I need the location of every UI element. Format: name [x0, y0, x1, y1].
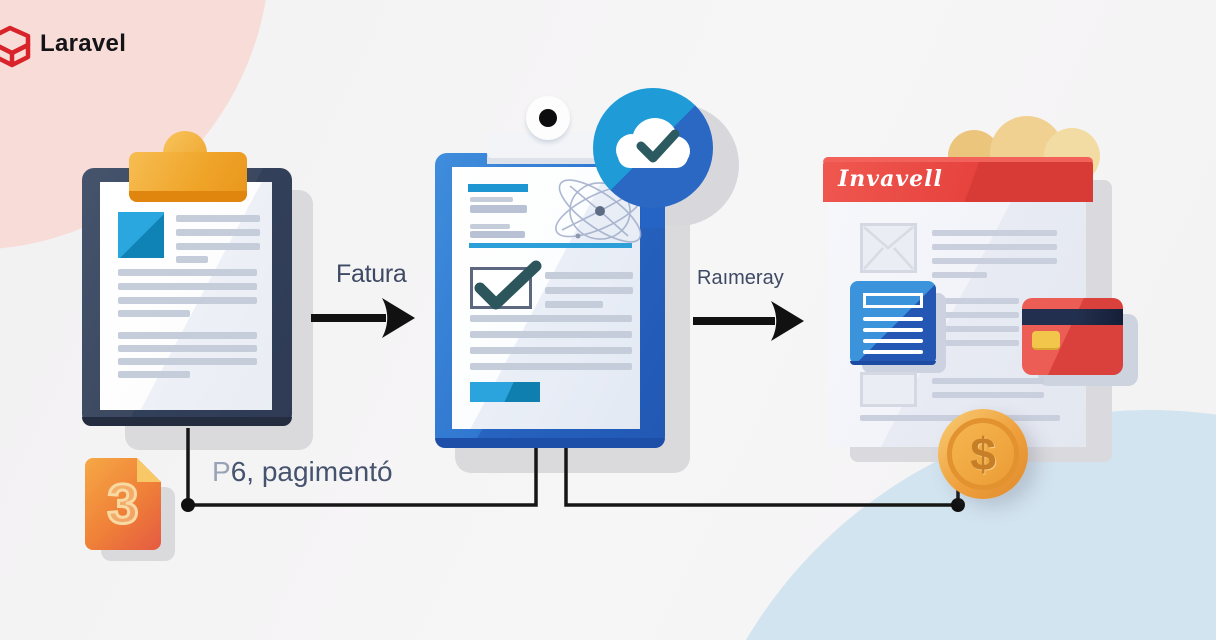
image-placeholder: [118, 212, 164, 258]
text-line: [932, 378, 1044, 384]
paper-divider: [469, 243, 632, 248]
invoice-title: Invavell: [838, 166, 943, 192]
text-line: [118, 269, 257, 276]
text-line: [118, 283, 257, 290]
dollar-symbol: $: [970, 428, 996, 480]
text-line: [470, 347, 632, 354]
text-line: [933, 340, 1019, 346]
checkmark-icon: [636, 129, 680, 163]
panel-line: [863, 328, 923, 332]
file-3-number: 3: [107, 472, 139, 535]
clipboard-clip-icon: [487, 156, 612, 164]
text-line: [545, 287, 633, 294]
placeholder-box: [860, 372, 917, 407]
label-pagamento-prefix: P: [212, 456, 231, 487]
paper-button-bar: [470, 382, 540, 402]
text-line: [933, 312, 1019, 318]
panel-line: [863, 339, 923, 343]
invoice-header: Invavell: [823, 157, 1093, 202]
card-magnetic-stripe: [1022, 309, 1123, 325]
checkmark-icon: [474, 260, 542, 310]
text-line: [933, 298, 1019, 304]
text-line: [176, 256, 208, 263]
text-line: [118, 371, 190, 378]
label-fatura: Fatura: [336, 260, 407, 288]
label-raimeray: Raımeray: [697, 267, 784, 289]
text-line: [932, 258, 1057, 264]
text-line: [118, 310, 190, 317]
text-line: [176, 229, 260, 236]
text-line: [118, 297, 257, 304]
card-chip: [1032, 331, 1060, 350]
text-line: [545, 272, 633, 279]
text-line: [470, 315, 632, 322]
text-line: [118, 358, 257, 365]
connector-dot: [951, 498, 965, 512]
text-line: [118, 332, 257, 339]
text-line: [118, 345, 257, 352]
panel-line: [863, 350, 923, 354]
text-line: [176, 243, 260, 250]
envelope-icon: [860, 223, 917, 273]
text-line: [932, 230, 1057, 236]
text-line: [932, 244, 1057, 250]
label-pagamento-rest: 6, pagimentó: [230, 456, 393, 487]
connector-dot: [181, 498, 195, 512]
text-line: [932, 392, 1044, 398]
panel-line: [863, 317, 923, 321]
laravel-logo-icon: [0, 25, 31, 68]
file-fold-corner: [137, 458, 161, 482]
label-pagamento: P6, pagimentó: [212, 456, 393, 488]
dollar-coin-icon: $: [938, 409, 1028, 499]
text-line: [470, 231, 525, 238]
paper-heading-bar: [468, 184, 528, 192]
text-line: [176, 215, 260, 222]
clipboard-clip-icon: [129, 152, 247, 202]
text-line: [470, 224, 510, 229]
text-line: [470, 331, 632, 338]
panel-placeholder-box: [863, 293, 923, 308]
brand-name: Laravel: [40, 30, 127, 57]
text-line: [470, 205, 527, 213]
text-line: [933, 326, 1019, 332]
text-line: [932, 272, 987, 278]
text-line: [470, 363, 632, 370]
text-line: [470, 197, 513, 202]
text-line: [545, 301, 603, 308]
credit-card-icon: [1022, 298, 1123, 375]
clip-hole: [539, 109, 557, 127]
